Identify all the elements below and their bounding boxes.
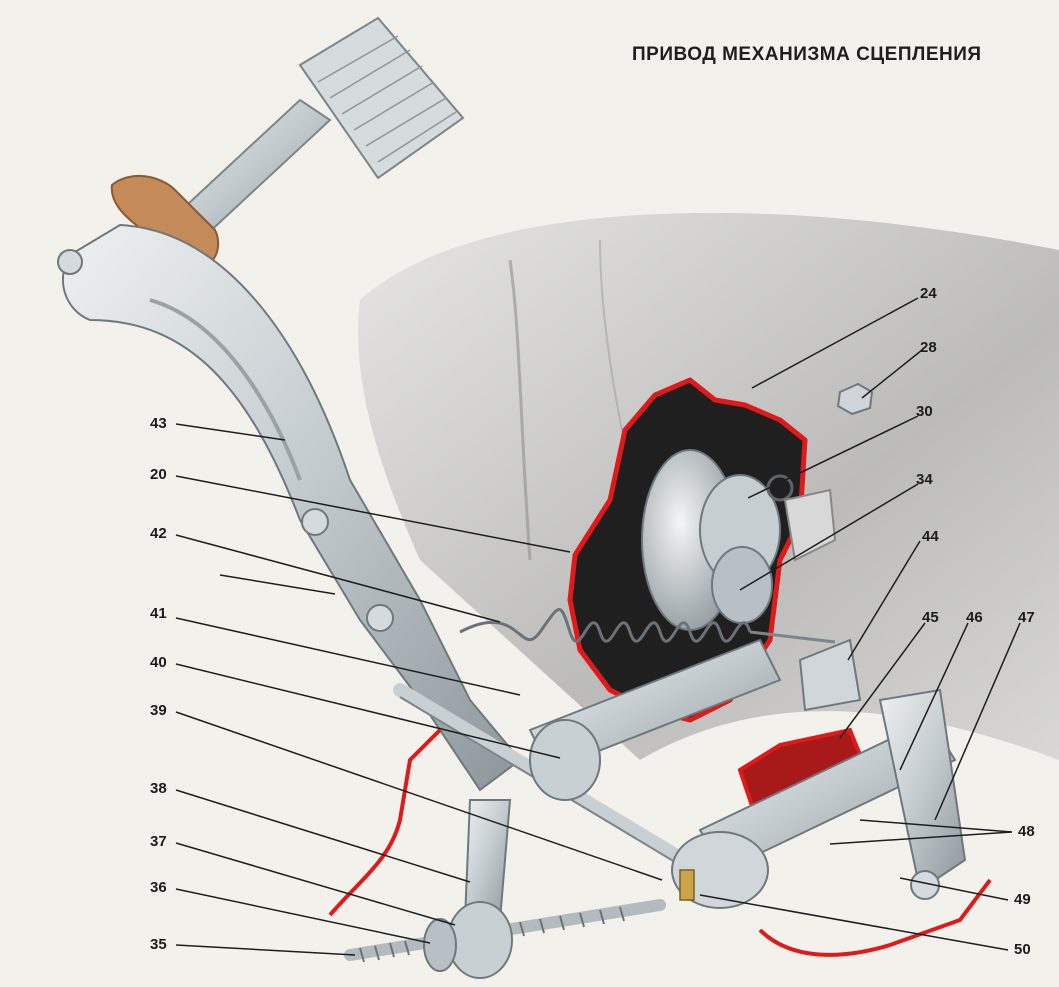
adjusting-nut-37 <box>447 901 513 979</box>
callout-30: 30 <box>916 403 933 420</box>
leader-lines <box>175 297 1021 956</box>
callout-24: 24 <box>920 285 937 302</box>
pedal-lever-43 <box>61 223 522 792</box>
callout-38: 38 <box>150 780 167 797</box>
callout-43: 43 <box>150 415 167 432</box>
pedal-pad <box>298 16 465 180</box>
pedal-lever-groove <box>149 298 302 481</box>
lever-bolt <box>301 508 329 536</box>
clevis-joint <box>671 831 769 909</box>
callout-47: 47 <box>1018 609 1035 626</box>
callout-50: 50 <box>1014 941 1031 958</box>
callout-39: 39 <box>150 702 167 719</box>
bracket-pin <box>910 870 940 900</box>
fork-plate <box>711 546 773 624</box>
cutaway-edge-bottom <box>758 878 992 957</box>
callout-41: 41 <box>150 605 167 622</box>
callout-49: 49 <box>1014 891 1031 908</box>
spring-hook-rod <box>749 630 836 644</box>
lock-nut-36 <box>423 918 457 972</box>
rod-threads <box>359 906 625 963</box>
housing-ridge <box>508 259 532 561</box>
nut-28 <box>836 382 874 416</box>
callout-46: 46 <box>966 609 983 626</box>
cutaway-edge <box>328 728 442 917</box>
callout-40: 40 <box>150 654 167 671</box>
pedal-stop-pad <box>110 174 220 269</box>
callout-28: 28 <box>920 339 937 356</box>
callout-45: 45 <box>922 609 939 626</box>
return-spring-42 <box>459 608 752 643</box>
diagram-title: ПРИВОД МЕХАНИЗМА СЦЕПЛЕНИЯ <box>632 44 982 65</box>
callout-42: 42 <box>150 525 167 542</box>
callout-34: 34 <box>916 471 933 488</box>
callout-44: 44 <box>922 528 939 545</box>
callout-37: 37 <box>150 833 167 850</box>
pedal-pad-ribs <box>317 35 457 163</box>
bracket-46 <box>878 688 967 892</box>
shaft-bushing <box>529 719 601 801</box>
spring-bracket-44 <box>798 638 862 712</box>
callout-36: 36 <box>150 879 167 896</box>
grease-fitting-50 <box>679 869 695 901</box>
pedal-pivot-bolt <box>57 249 83 275</box>
callout-35: 35 <box>150 936 167 953</box>
housing-bracket <box>783 488 837 562</box>
callout-48: 48 <box>1018 823 1035 840</box>
lever-bolt <box>366 604 394 632</box>
callout-20: 20 <box>150 466 167 483</box>
